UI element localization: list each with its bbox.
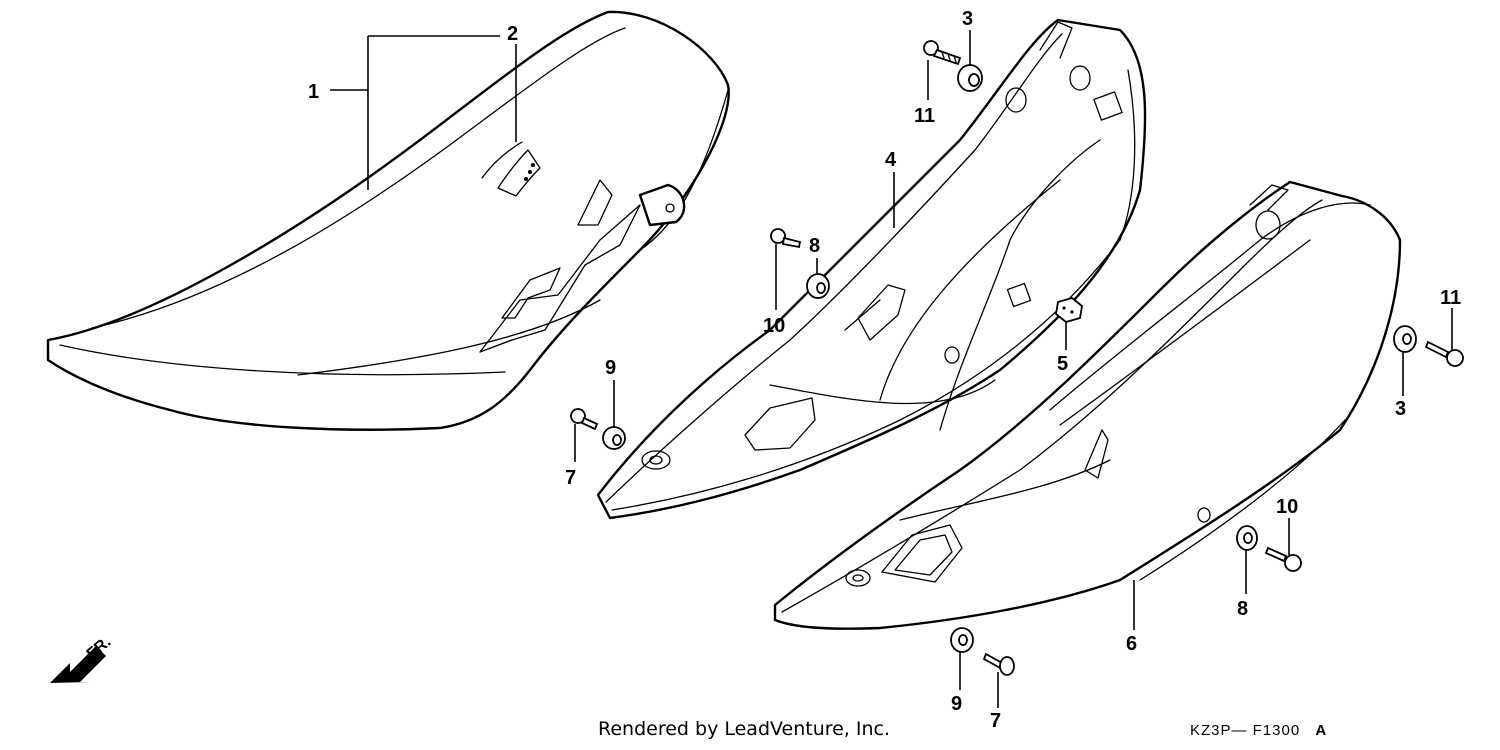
- diagram-code: KZ3P— F1300 A: [1190, 722, 1327, 739]
- callout-4: 4: [885, 149, 897, 171]
- callout-3b: 3: [1395, 398, 1406, 420]
- grommet-3-top: [957, 64, 983, 92]
- callout-7a: 7: [565, 467, 576, 489]
- collar-8-right: [1236, 525, 1258, 551]
- diagram-code-main: KZ3P— F1300: [1190, 722, 1301, 739]
- left-side-cover: [596, 18, 1147, 520]
- diagram-code-suffix: A: [1315, 722, 1328, 739]
- bolt-11-top: [923, 40, 962, 66]
- bolt-10-left: [770, 228, 802, 249]
- callout-9b: 9: [951, 693, 962, 715]
- collar-9-left: [602, 426, 626, 450]
- callout-7b: 7: [990, 710, 1001, 732]
- front-direction-arrow: FR.: [50, 633, 114, 683]
- screw-7-left: [570, 408, 599, 431]
- callout-1: 1: [308, 81, 319, 103]
- right-side-cover: [773, 180, 1402, 630]
- leader-lines: [330, 30, 1453, 708]
- grommet-3-right: [1393, 325, 1417, 353]
- callout-10a: 10: [763, 315, 785, 337]
- callout-11a: 11: [914, 105, 935, 127]
- collar-8-left: [806, 273, 830, 299]
- callouts: 1 2 3 3 4 5 6 7 7 8 8 9 9 10 10 11 11: [308, 8, 1461, 732]
- callout-8b: 8: [1237, 598, 1248, 620]
- nut-5: [1055, 297, 1083, 323]
- callout-5: 5: [1057, 353, 1068, 375]
- callout-3a: 3: [962, 8, 973, 30]
- screw-7-bottom: [982, 652, 1015, 676]
- bolt-11-right: [1424, 340, 1464, 367]
- callout-11b: 11: [1440, 287, 1461, 309]
- seat: [46, 10, 730, 431]
- callout-10b: 10: [1276, 496, 1298, 518]
- callout-2: 2: [507, 23, 518, 45]
- callout-6: 6: [1126, 633, 1137, 655]
- callout-9a: 9: [605, 357, 616, 379]
- credit-text: Rendered by LeadVenture, Inc.: [598, 718, 891, 740]
- bolt-10-right: [1264, 546, 1302, 572]
- callout-8a: 8: [809, 235, 820, 257]
- collar-9-bottom: [950, 627, 974, 653]
